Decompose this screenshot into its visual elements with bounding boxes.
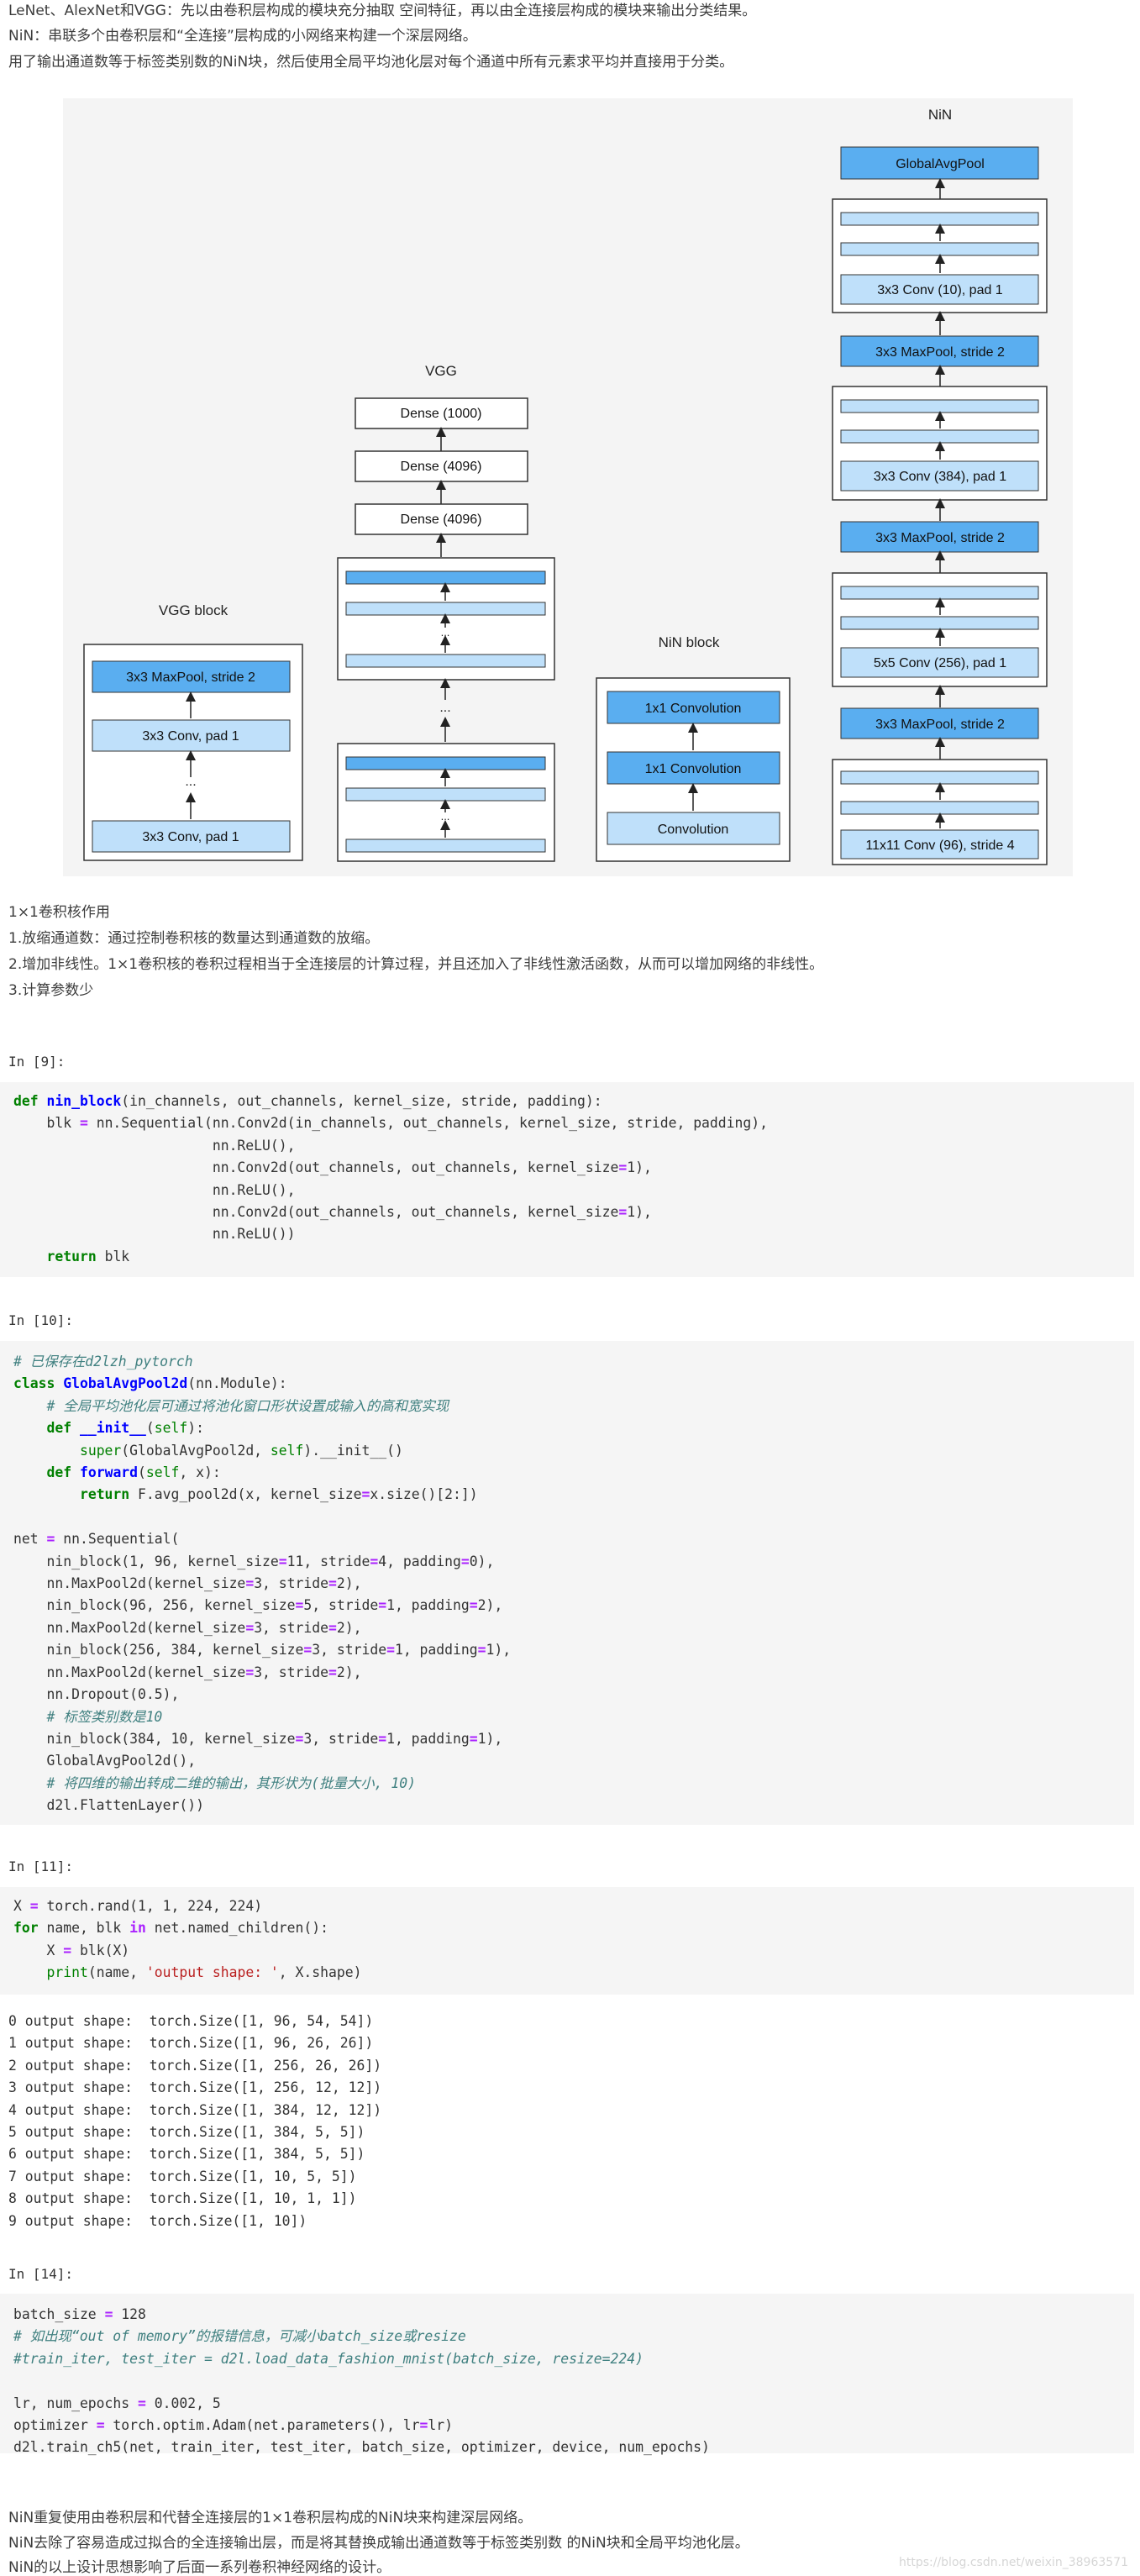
vgg-dense-4096-a-label: Dense (4096) [401,460,482,474]
nin-block-conv [607,812,780,845]
vgg-block-dots: ... [185,775,196,789]
output-line: 7 output shape: torch.Size([1, 10, 5, 5]… [8,2168,357,2184]
vgg-block-conv-bottom [92,820,291,853]
output-line: 5 output shape: torch.Size([1, 384, 5, 5… [8,2124,365,2141]
intro-line-2: NiN：串联多个由卷积层和“全连接”层构成的小网络来构建一个深层网络。 [8,28,477,45]
nin-conv-384 [840,460,1039,492]
vgg-lower-dots: ... [441,810,450,823]
notes-item-2: 2.增加非线性。1×1卷积核的卷积过程相当于全连接层的计算过程，并且还加入了非线… [8,956,824,973]
summary-line-2: NiN去除了容易造成过拟合的全连接输出层，而是将其替换成输出通道数等于标签类别数… [8,2535,749,2552]
output-line: 4 output shape: torch.Size([1, 384, 12, … [8,2101,382,2118]
cell-14-prompt: In [14]: [8,2266,74,2282]
nin-conv-256 [840,647,1039,678]
output-line: 8 output shape: torch.Size([1, 10, 1, 1]… [8,2190,357,2207]
output-line: 6 output shape: torch.Size([1, 384, 5, 5… [8,2146,365,2163]
vgg-dense-4096-b-label: Dense (4096) [401,513,482,527]
vgg-block-maxpool [92,660,291,693]
vgg-block-conv-top-label: 3x3 Conv, pad 1 [142,729,239,744]
vgg-upper-dots: ... [441,626,450,639]
output-line: 3 output shape: torch.Size([1, 256, 12, … [8,2079,382,2096]
nin-conv-10-label: 3x3 Conv (10), pad 1 [877,283,1003,297]
cell-11-code[interactable]: X = torch.rand(1, 1, 224, 224) for name,… [0,1887,1134,1995]
cell-9-code[interactable]: def nin_block(in_channels, out_channels,… [0,1082,1134,1277]
architecture-diagram: VGG block 3x3 MaxPool, stride 2 3x3 Conv… [83,107,1048,865]
nin-conv-384-label: 3x3 Conv (384), pad 1 [874,470,1006,484]
cell-9-prompt: In [9]: [8,1054,66,1070]
output-line: 2 output shape: torch.Size([1, 256, 26, … [8,2057,382,2074]
nin-global-avg-pool-label: GlobalAvgPool [896,157,985,171]
cell-11-prompt: In [11]: [8,1858,74,1874]
nin-block-1x1-top [607,691,780,724]
nin-conv-11x11-label: 11x11 Conv (96), stride 4 [865,839,1014,853]
notes-item-1: 1.放缩通道数：通过控制卷积核的数量达到通道数的放缩。 [8,930,380,947]
architecture-figure: VGG block 3x3 MaxPool, stride 2 3x3 Conv… [63,98,1073,876]
nin-block-conv-label: Convolution [658,823,729,837]
nin-conv-11x11 [840,829,1039,860]
cell-10-code[interactable]: # 已保存在d2lzh_pytorch class GlobalAvgPool2… [0,1341,1134,1825]
nin-block-title: NiN block [659,634,720,650]
cell-11-output: 0 output shape: torch.Size([1, 96, 54, 5… [8,2011,381,2232]
summary-line-3: NiN的以上设计思想影响了后面一系列卷积神经网络的设计。 [8,2559,391,2576]
output-line: 9 output shape: torch.Size([1, 10]) [8,2212,307,2229]
nin-maxpool-1-label: 3x3 MaxPool, stride 2 [875,718,1005,732]
vgg-dense-4096-a [355,450,528,482]
nin-maxpool-2-label: 3x3 MaxPool, stride 2 [875,531,1005,545]
nin-maxpool-1 [840,707,1039,739]
nin-block-1x1-top-label: 1x1 Convolution [645,702,742,716]
nin-maxpool-3-label: 3x3 MaxPool, stride 2 [875,345,1005,360]
nin-conv-256-label: 5x5 Conv (256), pad 1 [874,656,1006,670]
watermark: https://blog.csdn.net/weixin_38963571 [898,2556,1128,2569]
vgg-block-title: VGG block [159,602,229,618]
vgg-block-maxpool-label: 3x3 MaxPool, stride 2 [126,670,255,685]
vgg-block-conv-bottom-label: 3x3 Conv, pad 1 [142,830,239,844]
summary-line-1: NiN重复使用由卷积层和代替全连接层的1×1卷积层构成的NiN块来构建深层网络。 [8,2510,533,2526]
nin-global-avg-pool [840,146,1039,180]
cell-14-code[interactable]: batch_size = 128 # 如出现“out of memory”的报错… [0,2294,1134,2455]
nin-maxpool-2 [840,521,1039,553]
output-line: 1 output shape: torch.Size([1, 96, 26, 2… [8,2035,374,2052]
notes-item-3: 3.计算参数少 [8,982,94,999]
nin-block-1x1-mid-label: 1x1 Convolution [645,762,742,776]
vgg-dense-1000-label: Dense (1000) [401,407,482,421]
nin-block-1x1-mid [607,751,780,785]
intro-line-1: LeNet、AlexNet和VGG：先以由卷积层构成的模块充分抽取 空间特征，再… [8,3,757,19]
nin-title: NiN [928,107,952,123]
intro-line-3: 用了输出通道数等于标签类别数的NiN块，然后使用全局平均池化层对每个通道中所有元… [8,54,734,71]
vgg-dense-4096-b [355,503,528,535]
cell-10-prompt: In [10]: [8,1312,74,1328]
vgg-middle-dots: ... [439,701,450,715]
nin-conv-10 [840,274,1039,305]
notes-heading: 1×1卷积核作用 [8,904,110,921]
nin-maxpool-3 [840,335,1039,367]
vgg-title: VGG [425,363,457,379]
output-line: 0 output shape: torch.Size([1, 96, 54, 5… [8,2013,374,2029]
